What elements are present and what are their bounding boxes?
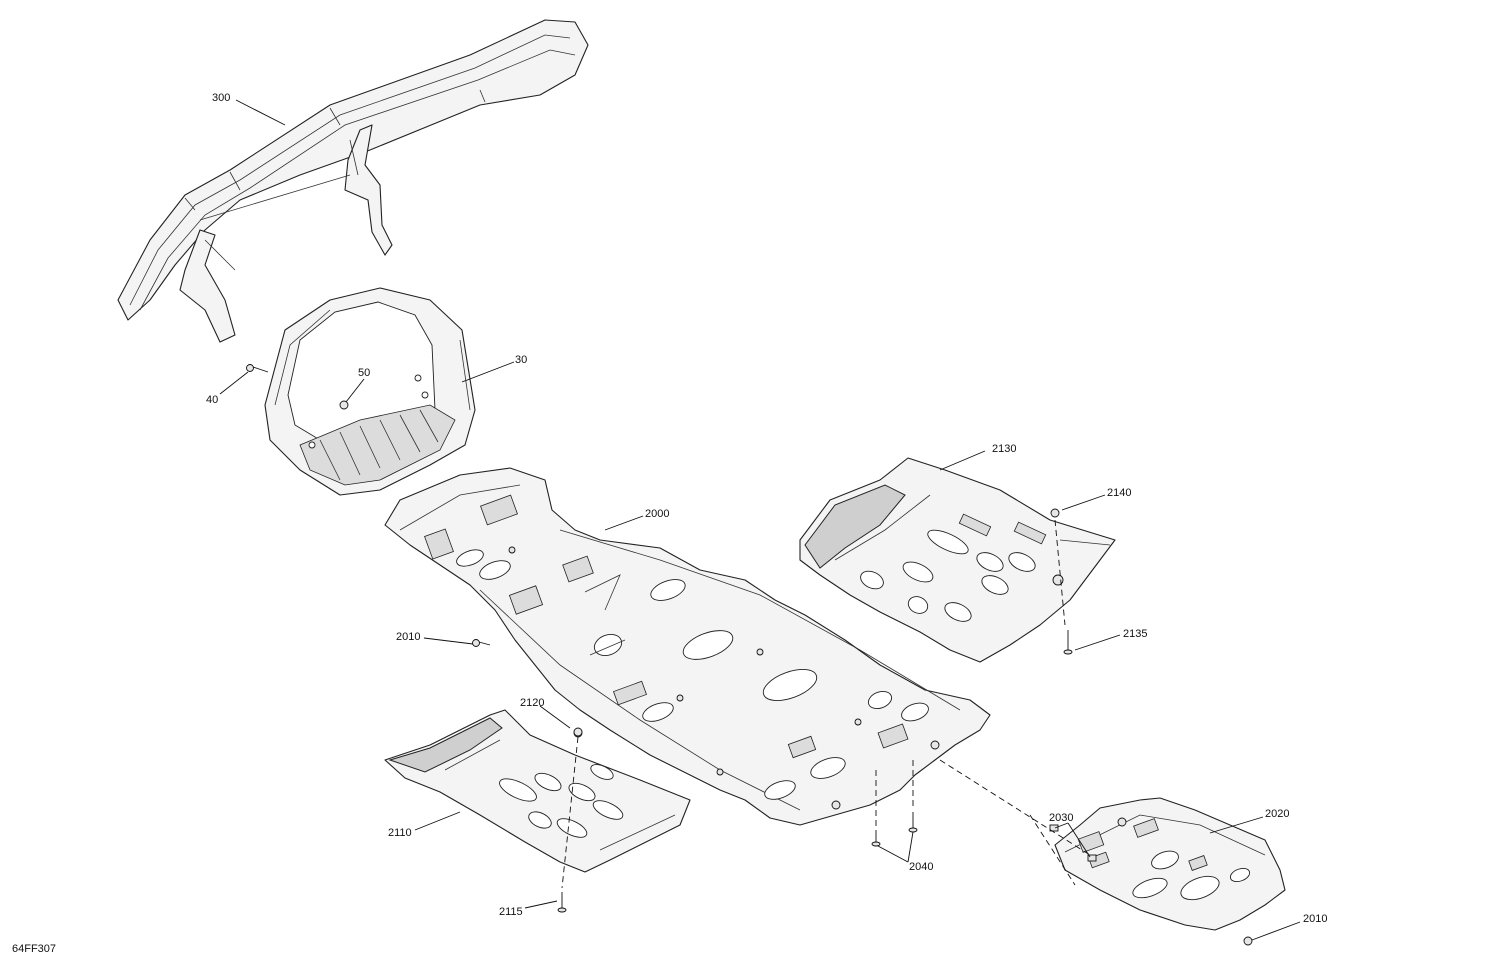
- callout-labels: 300 30 40 50 2000 2010 2130 2140 2135 21…: [206, 92, 1327, 925]
- callout-40: 40: [206, 394, 218, 406]
- callout-2010-right: 2010: [1303, 913, 1327, 925]
- callout-leaders: [219, 99, 1301, 941]
- assembly-lines: [561, 519, 1091, 889]
- fastener-2040: [871, 812, 918, 847]
- diagram-code: 64FF307: [12, 943, 56, 955]
- callout-2010-left: 2010: [396, 631, 420, 643]
- fastener-2120: [573, 727, 583, 737]
- left-skid-plate-2110: [384, 709, 691, 873]
- right-skid-plate-2130: [799, 457, 1116, 663]
- callout-2135: 2135: [1123, 628, 1147, 640]
- callout-2140: 2140: [1107, 487, 1131, 499]
- callout-50: 50: [358, 367, 370, 379]
- callout-30: 30: [515, 354, 527, 366]
- callout-2020: 2020: [1265, 808, 1289, 820]
- rear-skid-plate-2020: [1054, 797, 1286, 931]
- callout-2040: 2040: [909, 861, 933, 873]
- fastener-2135: [1063, 630, 1073, 655]
- callout-2115: 2115: [499, 906, 523, 918]
- callout-300: 300: [212, 92, 230, 104]
- fastener-40: [246, 364, 269, 373]
- fastener-2115: [557, 892, 567, 913]
- callout-2000: 2000: [645, 508, 669, 520]
- front-fascia-30: [264, 287, 476, 496]
- callout-2120: 2120: [520, 697, 544, 709]
- callout-2030: 2030: [1049, 812, 1073, 824]
- callout-2130: 2130: [992, 443, 1016, 455]
- fastener-2030: [1049, 824, 1097, 862]
- main-skid-plate-2000: [384, 467, 991, 826]
- front-bumper-300: [117, 19, 589, 343]
- fastener-2010-right: [1243, 936, 1253, 946]
- callout-2110: 2110: [388, 827, 412, 839]
- fastener-2140: [1050, 508, 1060, 518]
- fastener-2010-left: [472, 639, 491, 647]
